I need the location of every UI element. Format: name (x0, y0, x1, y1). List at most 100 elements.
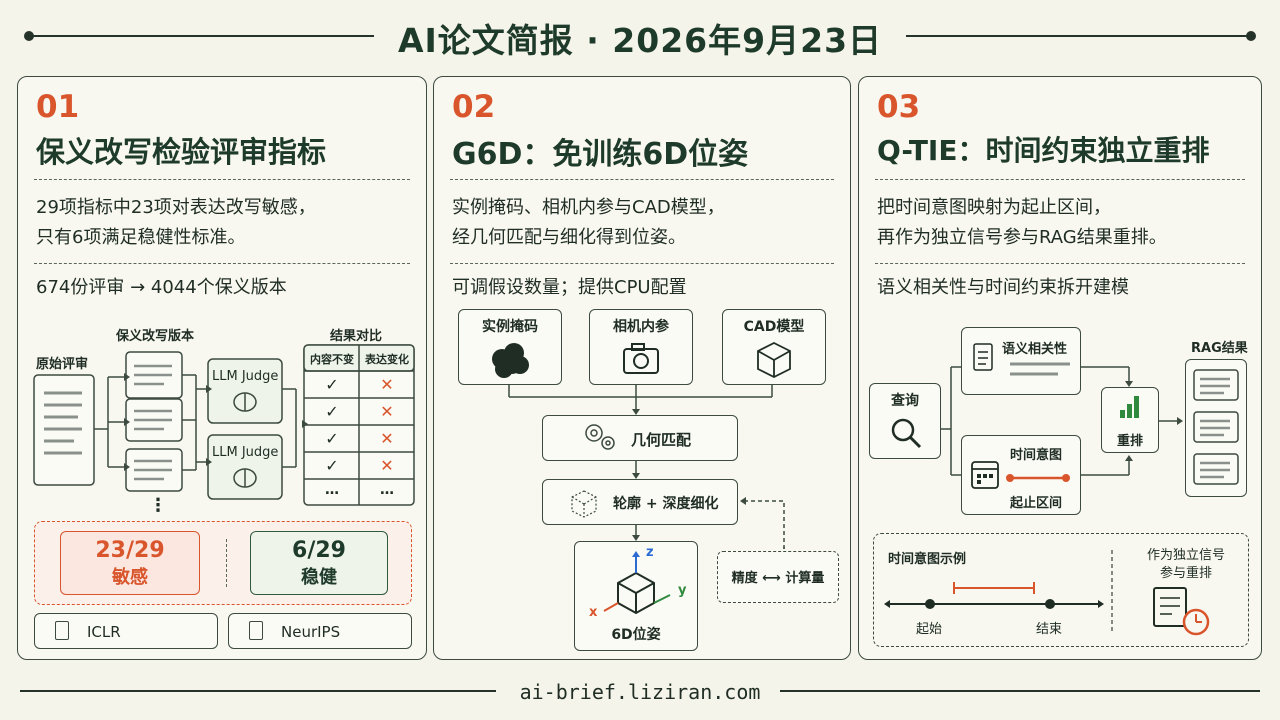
venue-tag-iclr: ICLR (34, 613, 218, 649)
time-intent-example: 时间意图示例 起始 结束 作为独立信号 参与重排 (873, 533, 1249, 647)
panel-paraphrase-metrics: 01 保义改写检验评审指标 29项指标中23项对表达改写敏感， 只有6项满足稳健… (17, 76, 427, 660)
robust-stat-card: 6/29 稳健 (250, 531, 388, 595)
time-intent-box: 时间意图 起止区间 (961, 435, 1081, 515)
input-label: 实例掩码 (482, 319, 538, 335)
axis-y-label: y (678, 583, 687, 598)
venue-tag-neurips: NeurIPS (228, 613, 412, 649)
original-review-label: 原始评审 (36, 357, 89, 372)
output-label: 6D位姿 (611, 627, 661, 643)
paraphrase-versions-label: 保义改写版本 (116, 329, 195, 344)
tradeoff-compute: 计算量 (785, 571, 825, 586)
rerank-label: 重排 (1116, 434, 1143, 449)
panel-number: 02 (452, 89, 496, 125)
rag-results-list (1185, 359, 1247, 497)
axis-z-label: z (646, 545, 654, 560)
divider (450, 179, 834, 180)
step-contour-depth-refine: 轮廓 + 深度细化 (542, 479, 738, 525)
panel-number: 03 (877, 89, 921, 125)
panel-desc-line2: 只有6项满足稳健性标准。 (36, 227, 246, 248)
venue-label: ICLR (87, 623, 121, 641)
stat-divider (226, 539, 227, 587)
time-intent-label: 时间意图 (1010, 448, 1063, 463)
panel-desc-line1: 把时间意图映射为起止区间， (877, 197, 1111, 218)
divider (450, 263, 834, 264)
signal-line1: 作为独立信号 (1146, 548, 1225, 563)
footer-url[interactable]: ai-brief.liziran.com (519, 680, 761, 704)
header-dot-right (1246, 31, 1256, 41)
header-rule-left (26, 35, 374, 37)
panel-desc-line1: 实例掩码、相机内参与CAD模型， (452, 197, 725, 218)
semantic-label: 语义相关性 (1002, 342, 1068, 357)
result-compare-label: 结果对比 (330, 329, 383, 344)
panel-number: 01 (36, 89, 80, 125)
check-icon: ✓ (325, 429, 339, 448)
signal-line2: 参与重排 (1159, 566, 1212, 581)
calendar-icon (971, 461, 1070, 489)
input-cad-model: CAD模型 (722, 309, 826, 385)
sensitive-stat-card: 23/29 敏感 (60, 531, 200, 595)
col-content-unchanged: 内容不变 (310, 353, 354, 366)
tradeoff-precision: 精度 (731, 571, 758, 586)
sensitive-value: 23/29 (95, 538, 165, 563)
result-list-icon (1193, 369, 1239, 485)
panel-desc-line2: 再作为独立信号参与RAG结果重排。 (877, 227, 1167, 248)
interval-label: 起止区间 (1010, 496, 1063, 511)
rerank-box: 重排 (1101, 387, 1159, 453)
semantic-relevance-box: 语义相关性 (961, 327, 1081, 395)
panel-desc-line2: 经几何匹配与细化得到位姿。 (452, 227, 686, 248)
divider (875, 179, 1245, 180)
tradeoff-arrow: ⟷ (762, 571, 781, 586)
panel-title: 保义改写检验评审指标 (36, 135, 327, 169)
example-label: 时间意图示例 (888, 552, 967, 567)
end-label: 结束 (1036, 622, 1063, 637)
panel-stat: 674份评审 → 4044个保义版本 (36, 277, 287, 298)
sensitive-label: 敏感 (112, 567, 148, 588)
tradeoff-text: 精度 ⟷ 计算量 (718, 567, 838, 586)
panel-stat: 语义相关性与时间约束拆开建模 (877, 277, 1129, 298)
venue-label: NeurIPS (281, 623, 341, 641)
cross-icon: ✕ (380, 456, 394, 475)
step-label: 几何匹配 (631, 431, 692, 449)
more-versions-dots: ⋮ (149, 495, 167, 516)
panel-qtie-rerank: 03 Q-TIE：时间约束独立重排 把时间意图映射为起止区间， 再作为独立信号参… (858, 76, 1262, 660)
axis-x-label: x (589, 605, 598, 620)
bar-chart-icon (1120, 396, 1139, 418)
panel-desc-line1: 29项指标中23项对表达改写敏感， (36, 197, 316, 218)
footer-rule-right (780, 690, 1260, 692)
header-rule-right (906, 35, 1252, 37)
divider (875, 263, 1245, 264)
check-icon: ✓ (325, 402, 339, 421)
panel-title: G6D：免训练6D位姿 (452, 137, 749, 172)
footer-rule-left (20, 690, 496, 692)
start-label: 起始 (916, 622, 943, 637)
more-rows: … (380, 482, 394, 498)
check-icon: ✓ (325, 375, 339, 394)
document-icon (249, 621, 263, 640)
timeline-example (884, 550, 1210, 636)
document-icon (55, 621, 69, 640)
input-camera-intrinsics: 相机内参 (589, 309, 693, 385)
page-title: AI论文简报 · 2026年9月23日 (397, 21, 883, 60)
input-instance-mask: 实例掩码 (458, 309, 562, 385)
divider (34, 263, 410, 264)
panel-title: Q-TIE：时间约束独立重排 (877, 134, 1210, 167)
cross-icon: ✕ (380, 429, 394, 448)
check-icon: ✓ (325, 456, 339, 475)
col-expression-changed: 表达变化 (365, 353, 409, 366)
query-box: 查询 (869, 383, 941, 459)
search-icon (891, 418, 922, 449)
tradeoff-note: 精度 ⟷ 计算量 (717, 551, 839, 603)
rag-results-label: RAG结果 (1191, 341, 1248, 356)
more-rows: … (325, 482, 339, 498)
divider (34, 179, 410, 180)
robust-label: 稳健 (301, 567, 337, 588)
header-dot-left (24, 31, 34, 41)
query-label: 查询 (891, 393, 919, 409)
panel-g6d-pose: 02 G6D：免训练6D位姿 实例掩码、相机内参与CAD模型， 经几何匹配与细化… (433, 76, 851, 660)
robust-value: 6/29 (292, 538, 346, 563)
panel-stat: 可调假设数量；提供CPU配置 (452, 277, 687, 298)
input-label: 相机内参 (613, 319, 669, 335)
input-label: CAD模型 (743, 319, 805, 335)
paraphrase-flow-diagram (33, 344, 415, 506)
cross-icon: ✕ (380, 375, 394, 394)
